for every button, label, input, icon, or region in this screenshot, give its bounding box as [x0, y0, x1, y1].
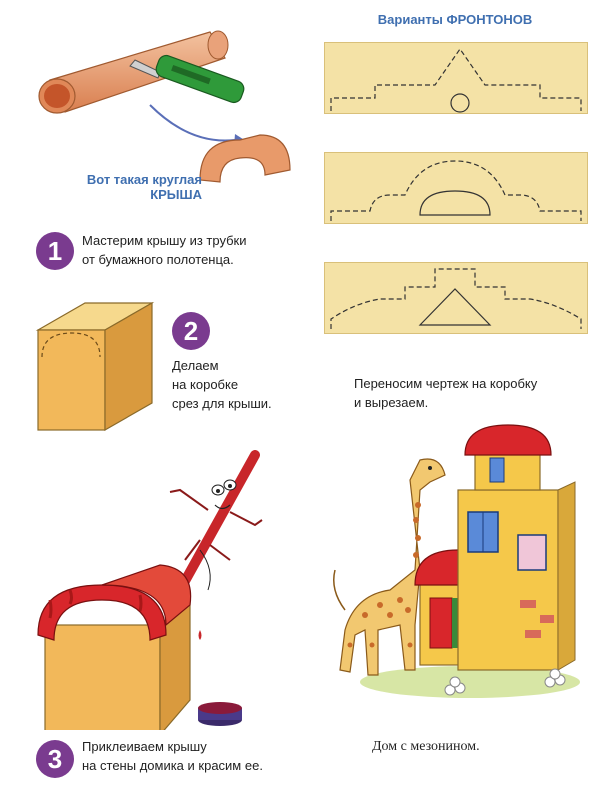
tube-cutting-illustration: [30, 20, 260, 130]
step-2-line-2: на коробке: [172, 377, 239, 392]
roof-caption-line2: КРЫША: [150, 187, 202, 202]
step-1-text: Мастерим крышу из трубки от бумажного по…: [82, 231, 247, 269]
step-3-badge: 3: [36, 740, 74, 778]
step-3-number: 3: [47, 743, 63, 774]
step-1-line-2: от бумажного полотенца.: [82, 252, 234, 267]
step-3-line-2: на стены домика и красим ее.: [82, 758, 263, 773]
step-2-line-1: Делаем: [172, 358, 219, 373]
step-1-badge: 1: [36, 232, 74, 270]
painted-roof-illustration: [30, 450, 280, 730]
step-2-badge: 2: [172, 312, 210, 350]
transfer-caption: Переносим чертеж на коробку и вырезаем.: [354, 374, 537, 412]
pediment-variant-1: [324, 42, 588, 114]
roof-caption: Вот такая круглая КРЫША: [42, 172, 202, 202]
step-2-text: Делаем на коробке срез для крыши.: [172, 356, 272, 413]
transfer-caption-line-2: и вырезаем.: [354, 395, 429, 410]
round-roof-piece-illustration: [195, 130, 295, 185]
house-caption: Дом с мезонином.: [372, 739, 480, 754]
step-3-line-1: Приклеиваем крышу: [82, 739, 207, 754]
pediment-variant-3: [324, 262, 588, 334]
roof-caption-line1: Вот такая круглая: [86, 172, 202, 187]
step-1-line-1: Мастерим крышу из трубки: [82, 233, 247, 248]
giraffe-house-illustration: [320, 420, 580, 700]
step-3-text: Приклеиваем крышу на стены домика и крас…: [82, 737, 263, 775]
transfer-caption-line-1: Переносим чертеж на коробку: [354, 376, 538, 391]
cardboard-box-illustration: [30, 295, 160, 435]
step-2-number: 2: [183, 315, 199, 346]
step-2-line-3: срез для крыши.: [172, 396, 272, 411]
pediment-variant-2: [324, 152, 588, 224]
pediment-title: Варианты ФРОНТОНОВ: [377, 12, 533, 27]
step-1-number: 1: [47, 235, 63, 266]
